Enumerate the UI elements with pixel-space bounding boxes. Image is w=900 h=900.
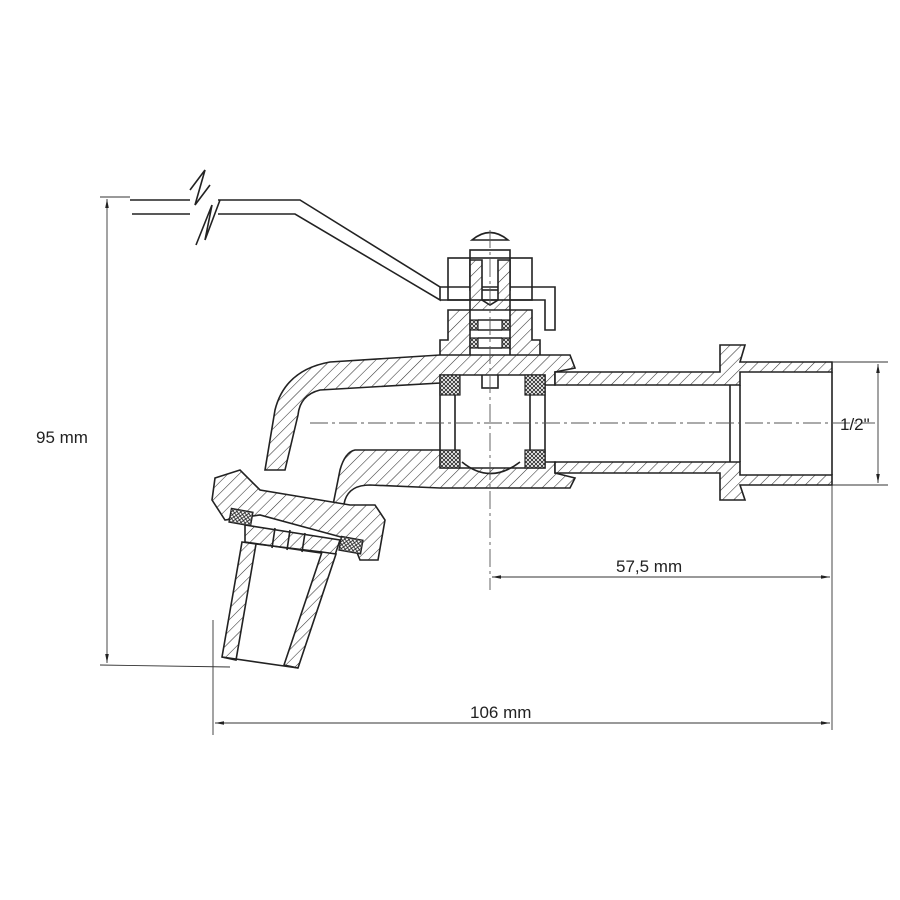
dimension-axis-to-end xyxy=(492,485,833,730)
thread-label: 1/2" xyxy=(840,415,870,434)
dimension-overall-length xyxy=(212,620,830,735)
hose-nozzle xyxy=(211,469,386,669)
height-label: 95 mm xyxy=(36,428,88,447)
axis-to-end-label: 57,5 mm xyxy=(616,557,682,576)
overall-length-label: 106 mm xyxy=(470,703,531,722)
valve-body xyxy=(264,344,833,521)
dimension-height xyxy=(99,196,231,668)
dimension-thread xyxy=(832,361,888,486)
